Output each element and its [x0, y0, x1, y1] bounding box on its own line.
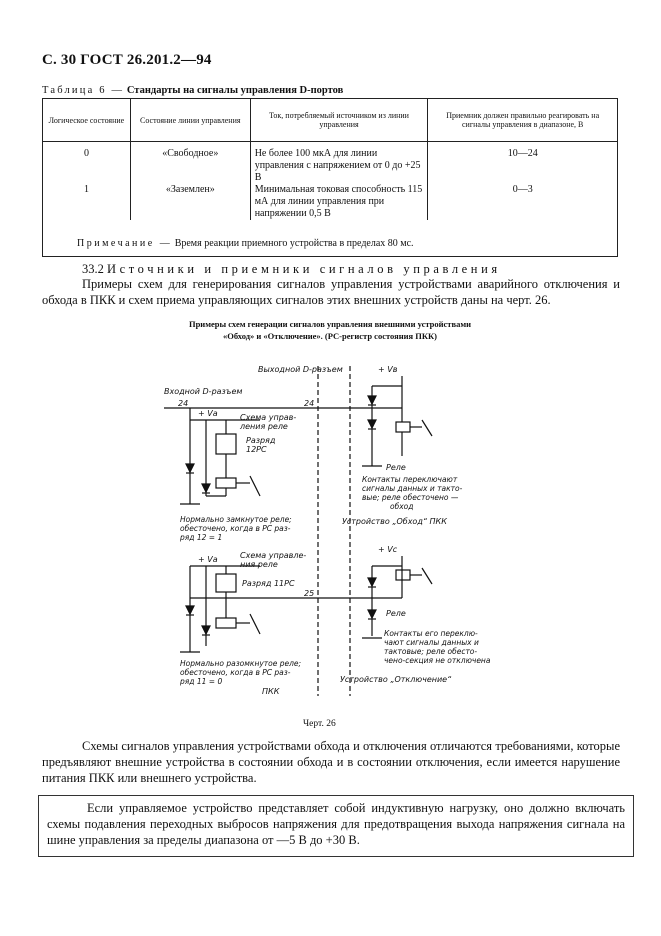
table-header-row: Логическое состояние Состояние линии упр…: [42, 98, 618, 142]
header-current: Ток, потребляемый источником из линии уп…: [249, 98, 429, 142]
cell-current: Минимальная токовая способность 115 мА д…: [249, 184, 429, 220]
boxed-note: Если управляемое устройство представляет…: [38, 795, 634, 857]
label-relay-right-top: Реле: [386, 463, 406, 472]
label-pin24-left: 24: [178, 399, 188, 408]
diode-icon: [367, 609, 377, 620]
header-logic: Логическое состояние: [42, 98, 131, 142]
label-relay-right-bot: Реле: [386, 609, 406, 618]
table-note-row: Примечание — Время реакции приемного уст…: [42, 220, 618, 257]
label-relay-ctrl-top-2: ления реле: [239, 422, 288, 431]
label-relay-ctrl-bot-2: ния реле: [240, 560, 278, 569]
diode-icon: [367, 419, 377, 430]
label-device-bypass: Устройство „Обход“ ПКК: [342, 517, 447, 526]
diode-icon: [201, 625, 211, 636]
header-state: Состояние линии управления: [129, 98, 251, 142]
cell-state: «Свободное»: [129, 141, 251, 184]
table-note: Примечание — Время реакции приемного уст…: [42, 220, 618, 257]
body-paragraph: Схемы сигналов управления устройствами о…: [42, 739, 620, 785]
bypass-circuit: [164, 376, 433, 505]
cell-range: 0—3: [427, 184, 618, 220]
relay-coil-bypass: [395, 421, 411, 433]
figure-title-line1: Примеры схем генерации сигналов управлен…: [188, 319, 472, 329]
table-caption-title: Стандарты на сигналы управления D-портов: [126, 85, 344, 96]
relay-coil-top: [215, 477, 237, 489]
diode-icon: [367, 395, 377, 406]
label-pkk: ПКК: [262, 687, 280, 696]
cell-current: Не более 100 мкА для линии управления с …: [249, 141, 429, 184]
diode-icon: [185, 463, 195, 474]
label-pin24-right: 24: [304, 399, 314, 408]
label-nc-relay-3: ряд 12 = 1: [179, 533, 222, 542]
label-output-connector: Выходной D-разъем: [258, 365, 343, 374]
label-bypass-contacts-2: сигналы данных и такто-: [362, 484, 463, 493]
label-bypass-contacts-1: Контакты переключают: [362, 475, 458, 484]
label-nc-relay-2: обесточено, когда в РС раз-: [180, 524, 291, 533]
label-relay-ctrl-bot-1: Схема управле-: [240, 551, 306, 560]
page-header: С. 30 ГОСТ 26.201.2—94: [42, 52, 212, 68]
label-vc: + Vс: [378, 545, 398, 554]
table-caption-prefix: Таблица 6 —: [42, 85, 125, 96]
section-heading: 33.2 Источники и приемники сигналов упра…: [82, 262, 501, 277]
label-bit11: Разряд 11РС: [242, 579, 295, 588]
section-title: Источники и приемники сигналов управлени…: [107, 262, 501, 276]
label-no-relay-1: Нормально разомкнутое реле;: [180, 659, 301, 668]
label-bypass-contacts-4: обход: [390, 502, 413, 511]
relay-control-box-top: [215, 433, 237, 455]
cell-state: «Заземлен»: [129, 184, 251, 220]
label-vb: + Vв: [378, 365, 398, 374]
label-bit12-1: Разряд: [246, 436, 276, 445]
diode-icon: [201, 483, 211, 494]
diode-icon: [185, 605, 195, 616]
label-va-bottom: + Vа: [198, 555, 218, 564]
label-off-contacts-1: Контакты его переклю-: [384, 629, 478, 638]
label-off-contacts-3: тактовые; реле обесто-: [384, 647, 477, 656]
label-no-relay-3: ряд 11 = 0: [179, 677, 222, 686]
relay-coil-bottom: [215, 617, 237, 629]
section-number: 33.2: [82, 262, 104, 276]
label-pin25: 25: [304, 589, 314, 598]
cell-logic: 1: [42, 184, 131, 220]
standards-table: Логическое состояние Состояние линии упр…: [42, 98, 618, 257]
table-caption: Таблица 6 — Стандарты на сигналы управле…: [42, 85, 343, 96]
label-bit12-2: 12РС: [246, 445, 267, 454]
label-no-relay-2: обесточено, когда в РС раз-: [180, 668, 291, 677]
note-text: Время реакции приемного устройства в пре…: [174, 238, 414, 249]
label-va-top: + Vа: [198, 409, 218, 418]
cell-range: 10—24: [427, 141, 618, 184]
note-label: Примечание —: [77, 238, 173, 249]
figure-title-line2: «Обход» и «Отключение». (РС-регистр сост…: [222, 331, 437, 341]
label-input-connector: Входной D-разъем: [164, 387, 242, 396]
circuit-diagram: Выходной D-разъем Входной D-разъем 24 24…: [164, 365, 491, 696]
label-off-contacts-4: чено-секция не отключена: [384, 656, 491, 665]
relay-coil-off: [395, 569, 411, 581]
label-device-off: Устройство „Отключение“: [340, 675, 452, 684]
figure-title: Примеры схем генерации сигналов управлен…: [120, 318, 540, 342]
label-off-contacts-2: чают сигналы данных и: [384, 638, 479, 647]
header-range: Приемник должен правильно реагировать на…: [427, 98, 618, 142]
relay-control-box-bottom: [215, 573, 237, 593]
label-relay-ctrl-top-1: Схема управ-: [240, 413, 296, 422]
section-paragraph: Примеры схем для генерирования сигналов …: [42, 277, 620, 307]
label-nc-relay-1: Нормально замкнутое реле;: [180, 515, 292, 524]
figure-caption: Черт. 26: [303, 719, 336, 729]
table-row: 0 «Свободное» Не более 100 мкА для линии…: [42, 141, 618, 184]
label-bypass-contacts-3: вые; реле обесточено —: [362, 493, 459, 502]
off-circuit: [180, 556, 433, 653]
table-row: 1 «Заземлен» Минимальная токовая способн…: [42, 184, 618, 220]
diode-icon: [367, 577, 377, 588]
cell-logic: 0: [42, 141, 131, 184]
